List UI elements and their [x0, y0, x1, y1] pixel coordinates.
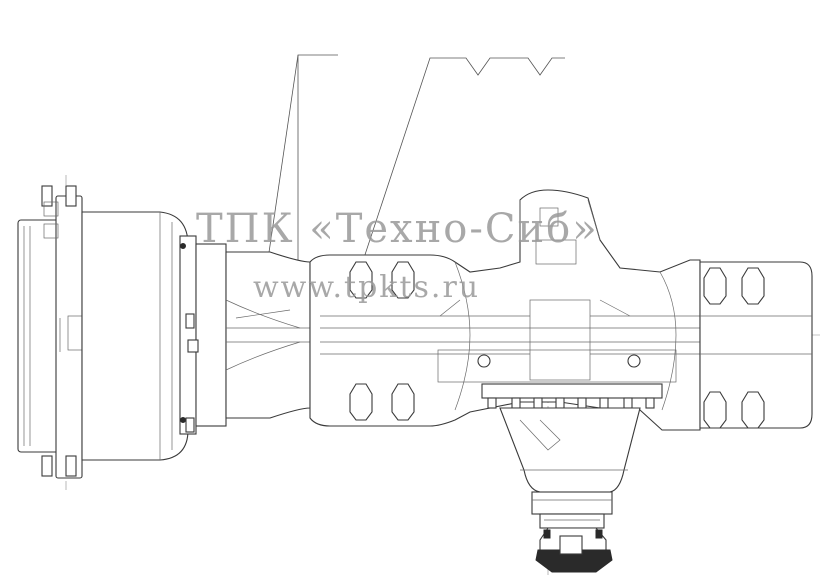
watermark-title: ТПК «Техно-Сиб»: [196, 206, 599, 252]
pinion-housing: [499, 407, 641, 529]
axle-housing: [309, 189, 701, 431]
watermark-url: www.tpkts.ru: [253, 270, 481, 305]
left-wheel-hub: [17, 185, 189, 479]
right-end-housing: [699, 261, 813, 429]
pinion-flange: [535, 527, 613, 573]
leader-lines: [261, 54, 565, 301]
left-flange: [179, 235, 227, 435]
